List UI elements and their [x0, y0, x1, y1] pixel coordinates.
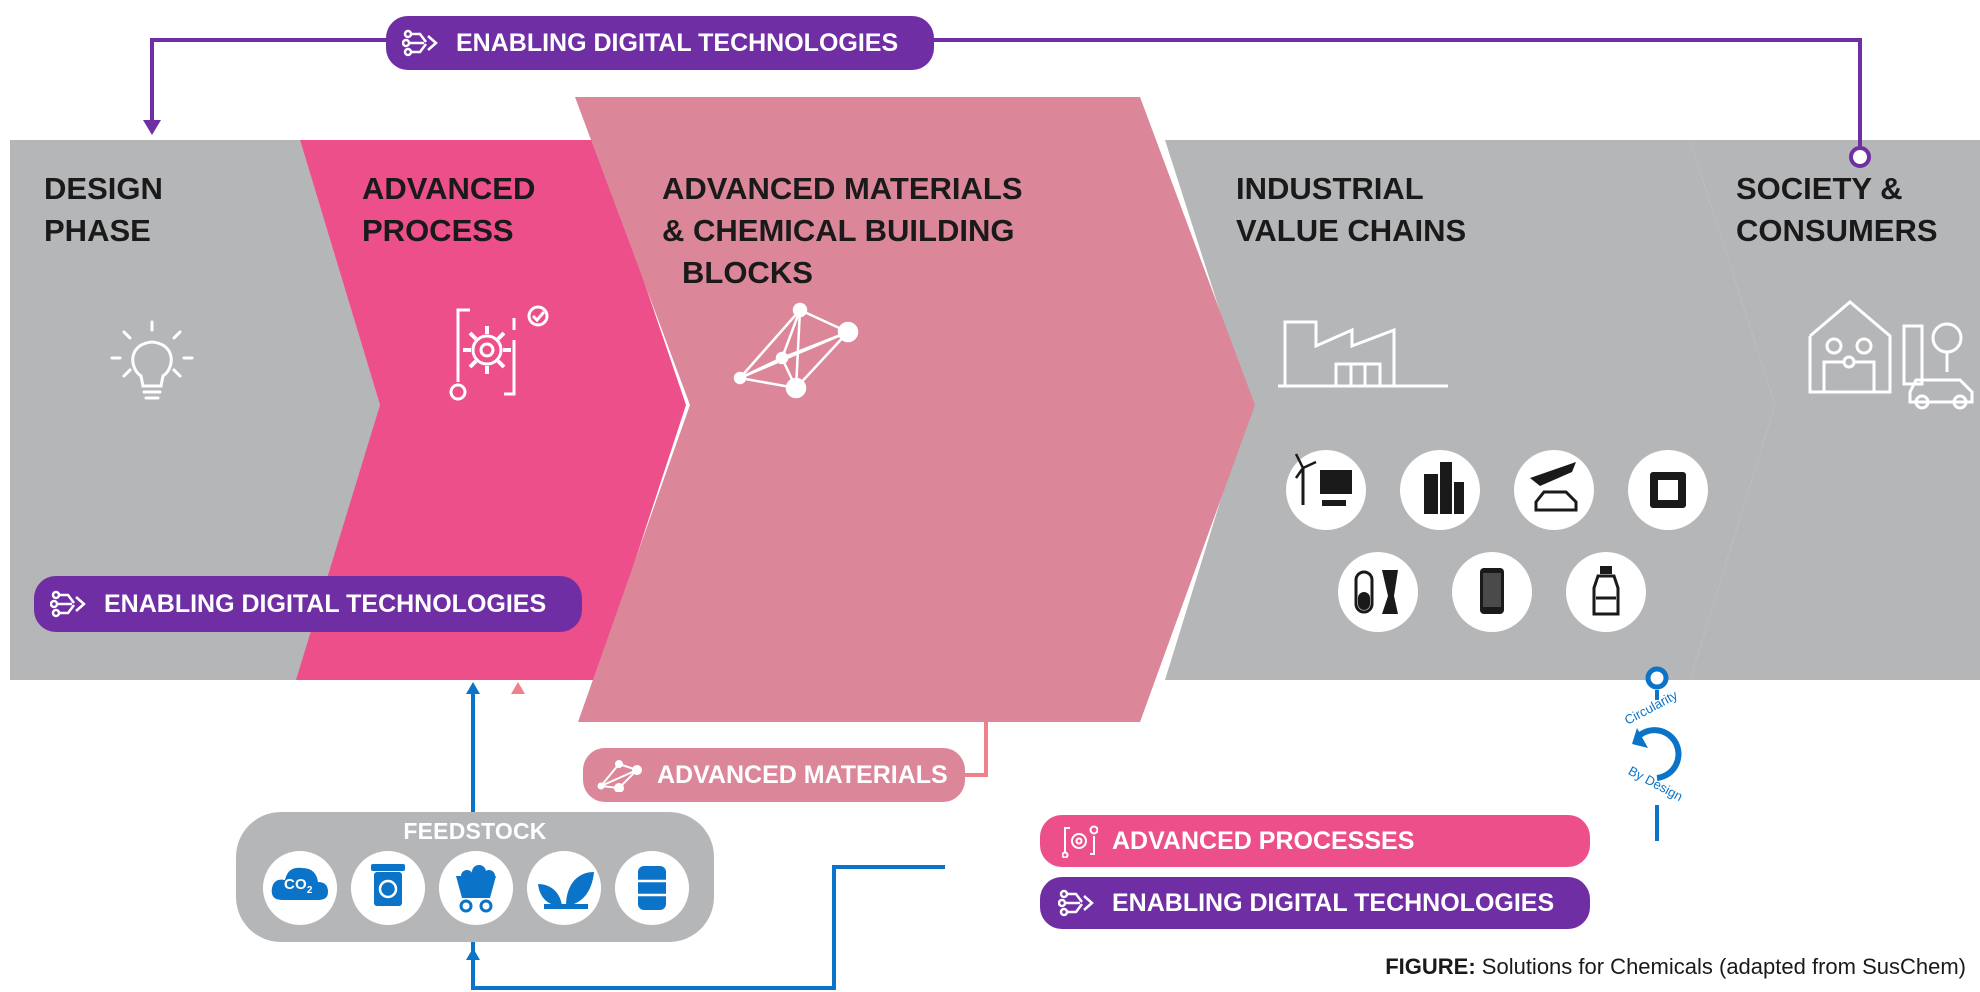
co2-text: CO — [284, 876, 307, 893]
stage-society-line2: CONSUMERS — [1736, 213, 1938, 248]
stage-society-title: SOCIETY & CONSUMERS — [1736, 168, 1938, 252]
top-enabling-digital-pill: ENABLING DIGITAL TECHNOLOGIES — [386, 16, 934, 70]
stage-industrial-line2: VALUE CHAINS — [1236, 213, 1467, 248]
circularity-arrow-head — [1632, 728, 1648, 748]
gear-process-icon — [449, 305, 549, 401]
stage-materials-panel — [575, 97, 1255, 722]
stage-process-line2: PROCESS — [362, 213, 514, 248]
bottle-icon — [1566, 552, 1646, 632]
lightbulb-icon — [110, 320, 194, 400]
figure-caption-text: Solutions for Chemicals (adapted from Su… — [1475, 954, 1966, 979]
materials-loop-arrowhead — [511, 682, 525, 694]
advanced-processes-label: ADVANCED PROCESSES — [1112, 826, 1415, 855]
circularity-arrow-icon — [1638, 727, 1682, 781]
gear-process-icon — [1062, 825, 1098, 858]
return-loop-line — [471, 865, 945, 990]
pill-prosthesis-icon — [1338, 552, 1418, 632]
stage-materials-line1: ADVANCED MATERIALS — [662, 171, 1023, 206]
advanced-processes-pill: ADVANCED PROCESSES — [1040, 815, 1590, 867]
plane-car-icon — [1514, 450, 1594, 530]
return-loop-arrowhead — [466, 948, 480, 960]
stage-society-line1: SOCIETY & — [1736, 171, 1903, 206]
molecule-network-icon — [733, 302, 859, 399]
stage-industrial-title: INDUSTRIAL VALUE CHAINS — [1236, 168, 1466, 252]
advanced-materials-label: ADVANCED MATERIALS — [657, 760, 948, 789]
top-connector-arrowhead — [143, 120, 161, 135]
stage-industrial-panel — [1165, 140, 1775, 680]
inner-enabling-digital-label: ENABLING DIGITAL TECHNOLOGIES — [104, 589, 547, 618]
figure-caption-bold: FIGURE: — [1385, 954, 1476, 979]
stage-materials-line3: BLOCKS — [682, 255, 813, 290]
advanced-materials-pill: ADVANCED MATERIALS — [583, 748, 965, 802]
factory-icon — [1278, 320, 1448, 388]
feedstock-title: FEEDSTOCK — [403, 818, 547, 844]
inner-enabling-digital-pill: ENABLING DIGITAL TECHNOLOGIES — [34, 576, 582, 632]
stage-process-line1: ADVANCED — [362, 171, 536, 206]
stage-design-panel — [10, 140, 380, 680]
feedstock-up-arrowhead — [466, 682, 480, 694]
stage-materials-line2: & CHEMICAL BUILDING — [662, 213, 1015, 248]
top-connector-line — [150, 38, 1862, 150]
digital-circuit-icon — [402, 29, 438, 57]
stage-materials-title: ADVANCED MATERIALS & CHEMICAL BUILDING B… — [662, 168, 1023, 294]
circularity-top-dot — [1645, 666, 1669, 690]
digital-circuit-icon — [1058, 889, 1094, 917]
top-connector-end-dot — [1849, 146, 1871, 168]
materials-loop-line — [964, 722, 988, 777]
stage-design-title: DESIGN PHASE — [44, 168, 163, 252]
top-enabling-digital-label: ENABLING DIGITAL TECHNOLOGIES — [456, 28, 899, 57]
stage-industrial-line1: INDUSTRIAL — [1236, 171, 1424, 206]
molecule-network-icon — [597, 760, 642, 792]
stage-process-title: ADVANCED PROCESS — [362, 168, 535, 252]
stage-society-panel — [1690, 140, 1980, 680]
co2-subscript: 2 — [306, 885, 313, 896]
figure-caption: FIGURE: Solutions for Chemicals (adapted… — [1385, 954, 1966, 980]
feedstock-icons — [263, 851, 689, 925]
stage-design-line1: DESIGN — [44, 171, 163, 206]
stage-process-panel — [296, 140, 686, 680]
bottom-enabling-digital-pill: ENABLING DIGITAL TECHNOLOGIES — [1040, 877, 1590, 929]
society-house-family-icon — [1808, 300, 1974, 410]
value-chain-icons — [1286, 450, 1708, 632]
co2-label: CO2 — [284, 876, 313, 896]
digital-circuit-icon — [50, 590, 86, 618]
stage-design-line2: PHASE — [44, 213, 151, 248]
bottom-enabling-digital-label: ENABLING DIGITAL TECHNOLOGIES — [1112, 888, 1555, 917]
